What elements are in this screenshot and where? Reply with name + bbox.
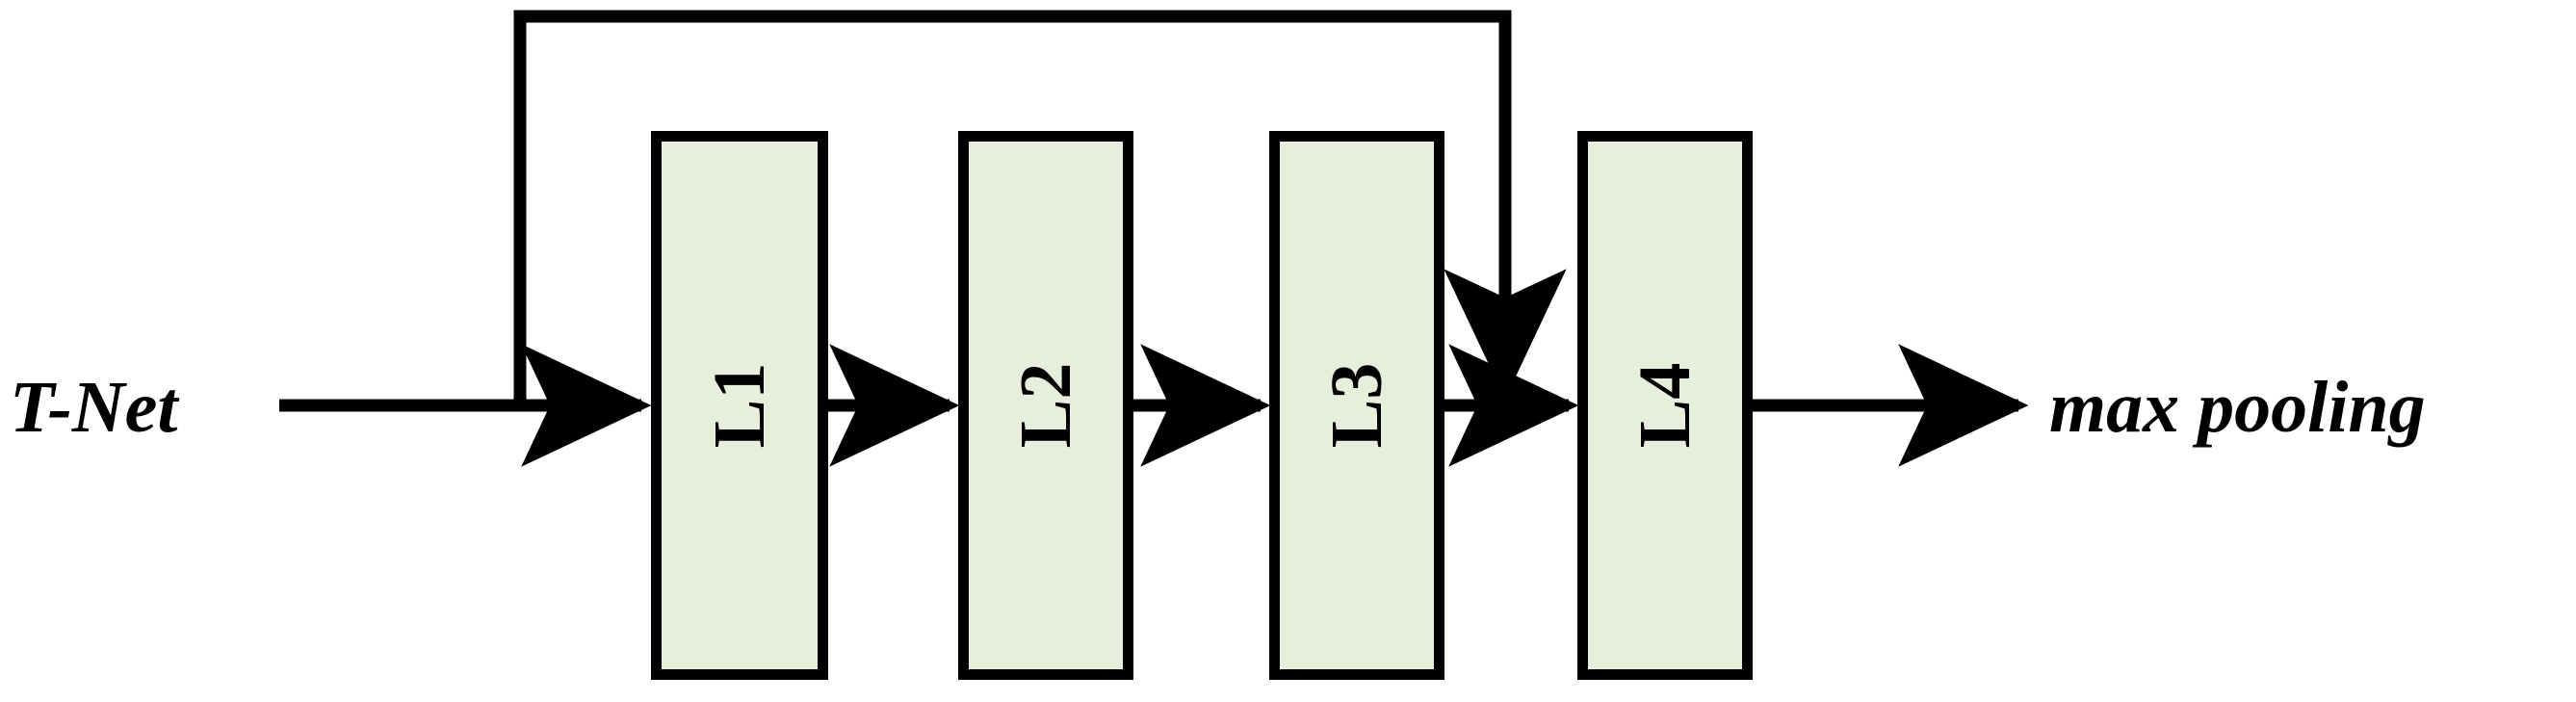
layer-box-l3-label: L3 xyxy=(1316,362,1397,449)
layer-box-l2-label: L2 xyxy=(1005,362,1086,449)
input-label: T-Net xyxy=(10,367,178,448)
output-label: max pooling xyxy=(2049,367,2426,448)
layer-box-l2[interactable]: L2 xyxy=(958,131,1133,680)
layer-box-l3[interactable]: L3 xyxy=(1269,131,1444,680)
layer-box-l4[interactable]: L4 xyxy=(1577,131,1753,680)
layer-box-l1-label: L1 xyxy=(699,362,780,449)
layer-box-l1[interactable]: L1 xyxy=(651,131,828,680)
edge-skip-connection xyxy=(513,10,1567,405)
layer-box-l4-label: L4 xyxy=(1625,362,1705,449)
